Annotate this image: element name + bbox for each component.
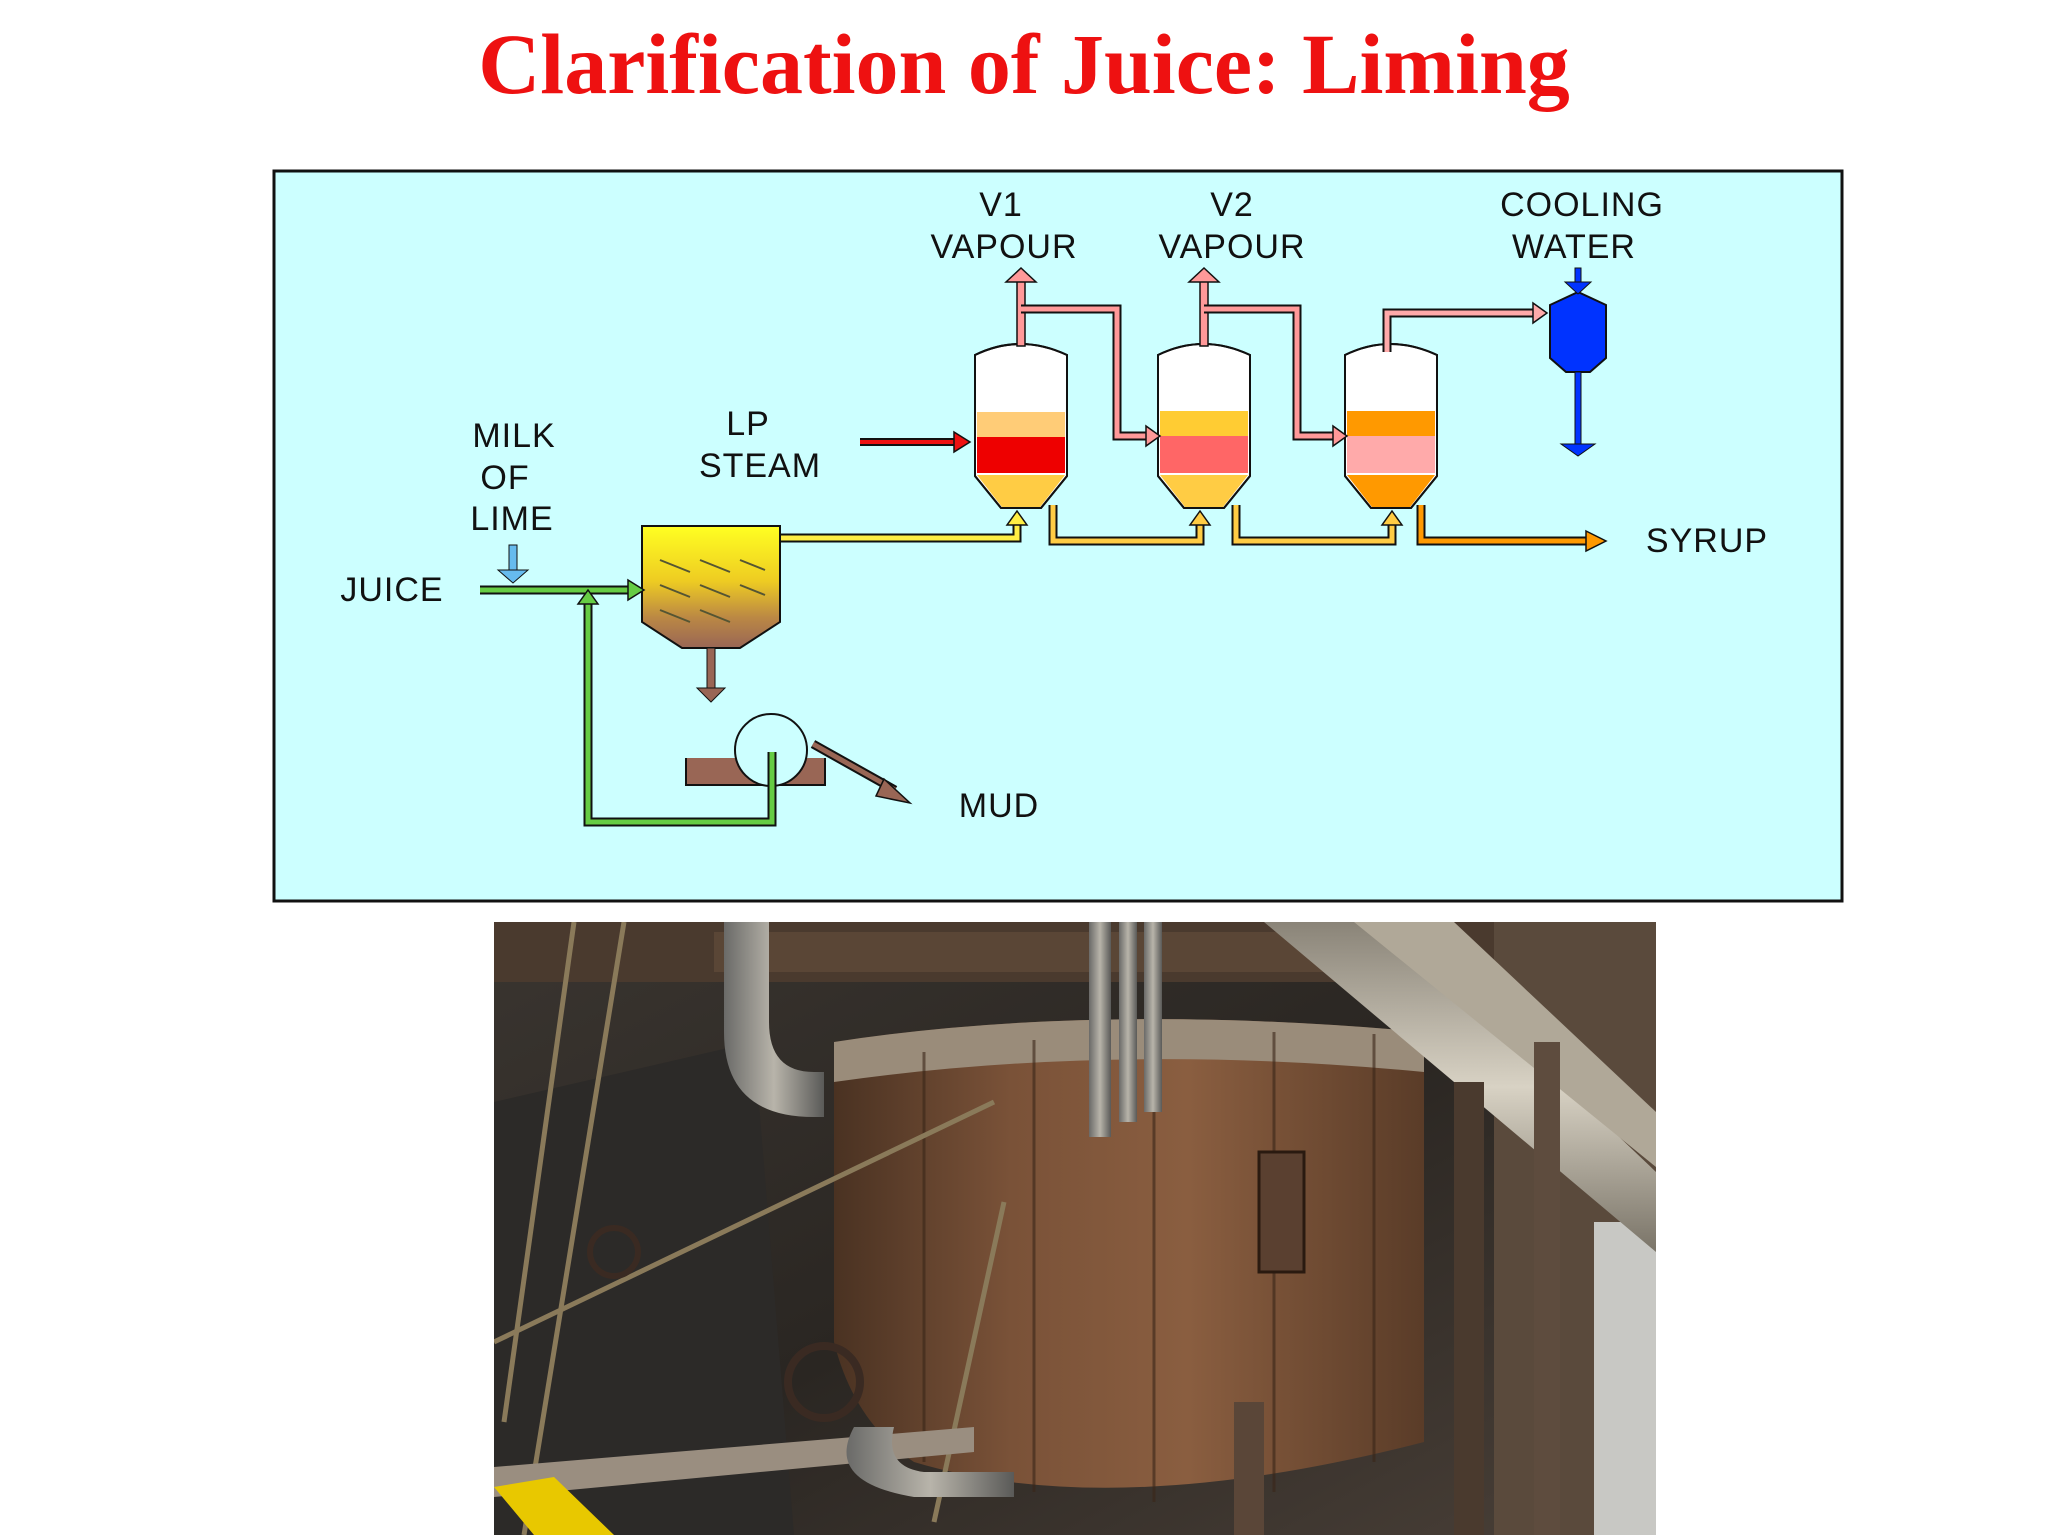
- v2-label-line1: V2: [1210, 186, 1254, 224]
- syrup-line-1-2: [1048, 505, 1212, 546]
- v2-vapour-line: [1187, 266, 1349, 448]
- lp-steam-label-line2: STEAM: [699, 447, 821, 485]
- condenser: [1549, 290, 1607, 457]
- juice-label: JUICE: [340, 571, 443, 609]
- milk-of-lime-label-line1: MILK: [472, 417, 555, 455]
- syrup-line-2-3: [1231, 505, 1404, 546]
- v1-label-line2: VAPOUR: [930, 228, 1077, 266]
- filtrate-recycle-line: [576, 588, 777, 827]
- v1-label-line1: V1: [979, 186, 1023, 224]
- milk-of-lime-label-line3: LIME: [470, 500, 553, 538]
- mud-outlet-arrow: [695, 647, 727, 703]
- lp-steam-label-line1: LP: [726, 405, 770, 443]
- juice-inlet-line: [480, 578, 646, 602]
- process-flow-diagram: V1 VAPOUR V2 VAPOUR COOLING WATER MILK O…: [272, 169, 1844, 903]
- mud-label: MUD: [959, 787, 1039, 825]
- v1-vapour-line: [1004, 266, 1162, 448]
- clear-juice-line: [780, 509, 1029, 543]
- evaporator-3: [1344, 343, 1438, 509]
- milk-of-lime-label-line2: OF: [480, 459, 529, 497]
- slide-title: Clarification of Juice: Liming: [478, 16, 1570, 112]
- milk-of-lime-arrow: [496, 544, 530, 584]
- v2-label-line2: VAPOUR: [1158, 228, 1305, 266]
- clarifier-vessel: [641, 525, 781, 649]
- syrup-label: SYRUP: [1646, 522, 1768, 560]
- evaporator-1: [974, 343, 1068, 509]
- cooling-water-label-line1: COOLING: [1500, 186, 1664, 224]
- evaporator-2: [1157, 343, 1251, 509]
- cooling-water-label-line2: WATER: [1512, 228, 1636, 266]
- clarifier-tank-photo: [494, 922, 1656, 1535]
- cooling-water-arrow: [1563, 267, 1593, 295]
- lp-steam-arrow: [860, 430, 972, 454]
- mud-filter: [685, 713, 913, 805]
- syrup-outlet-line: [1416, 505, 1608, 553]
- vapour-to-condenser-line: [1382, 301, 1549, 352]
